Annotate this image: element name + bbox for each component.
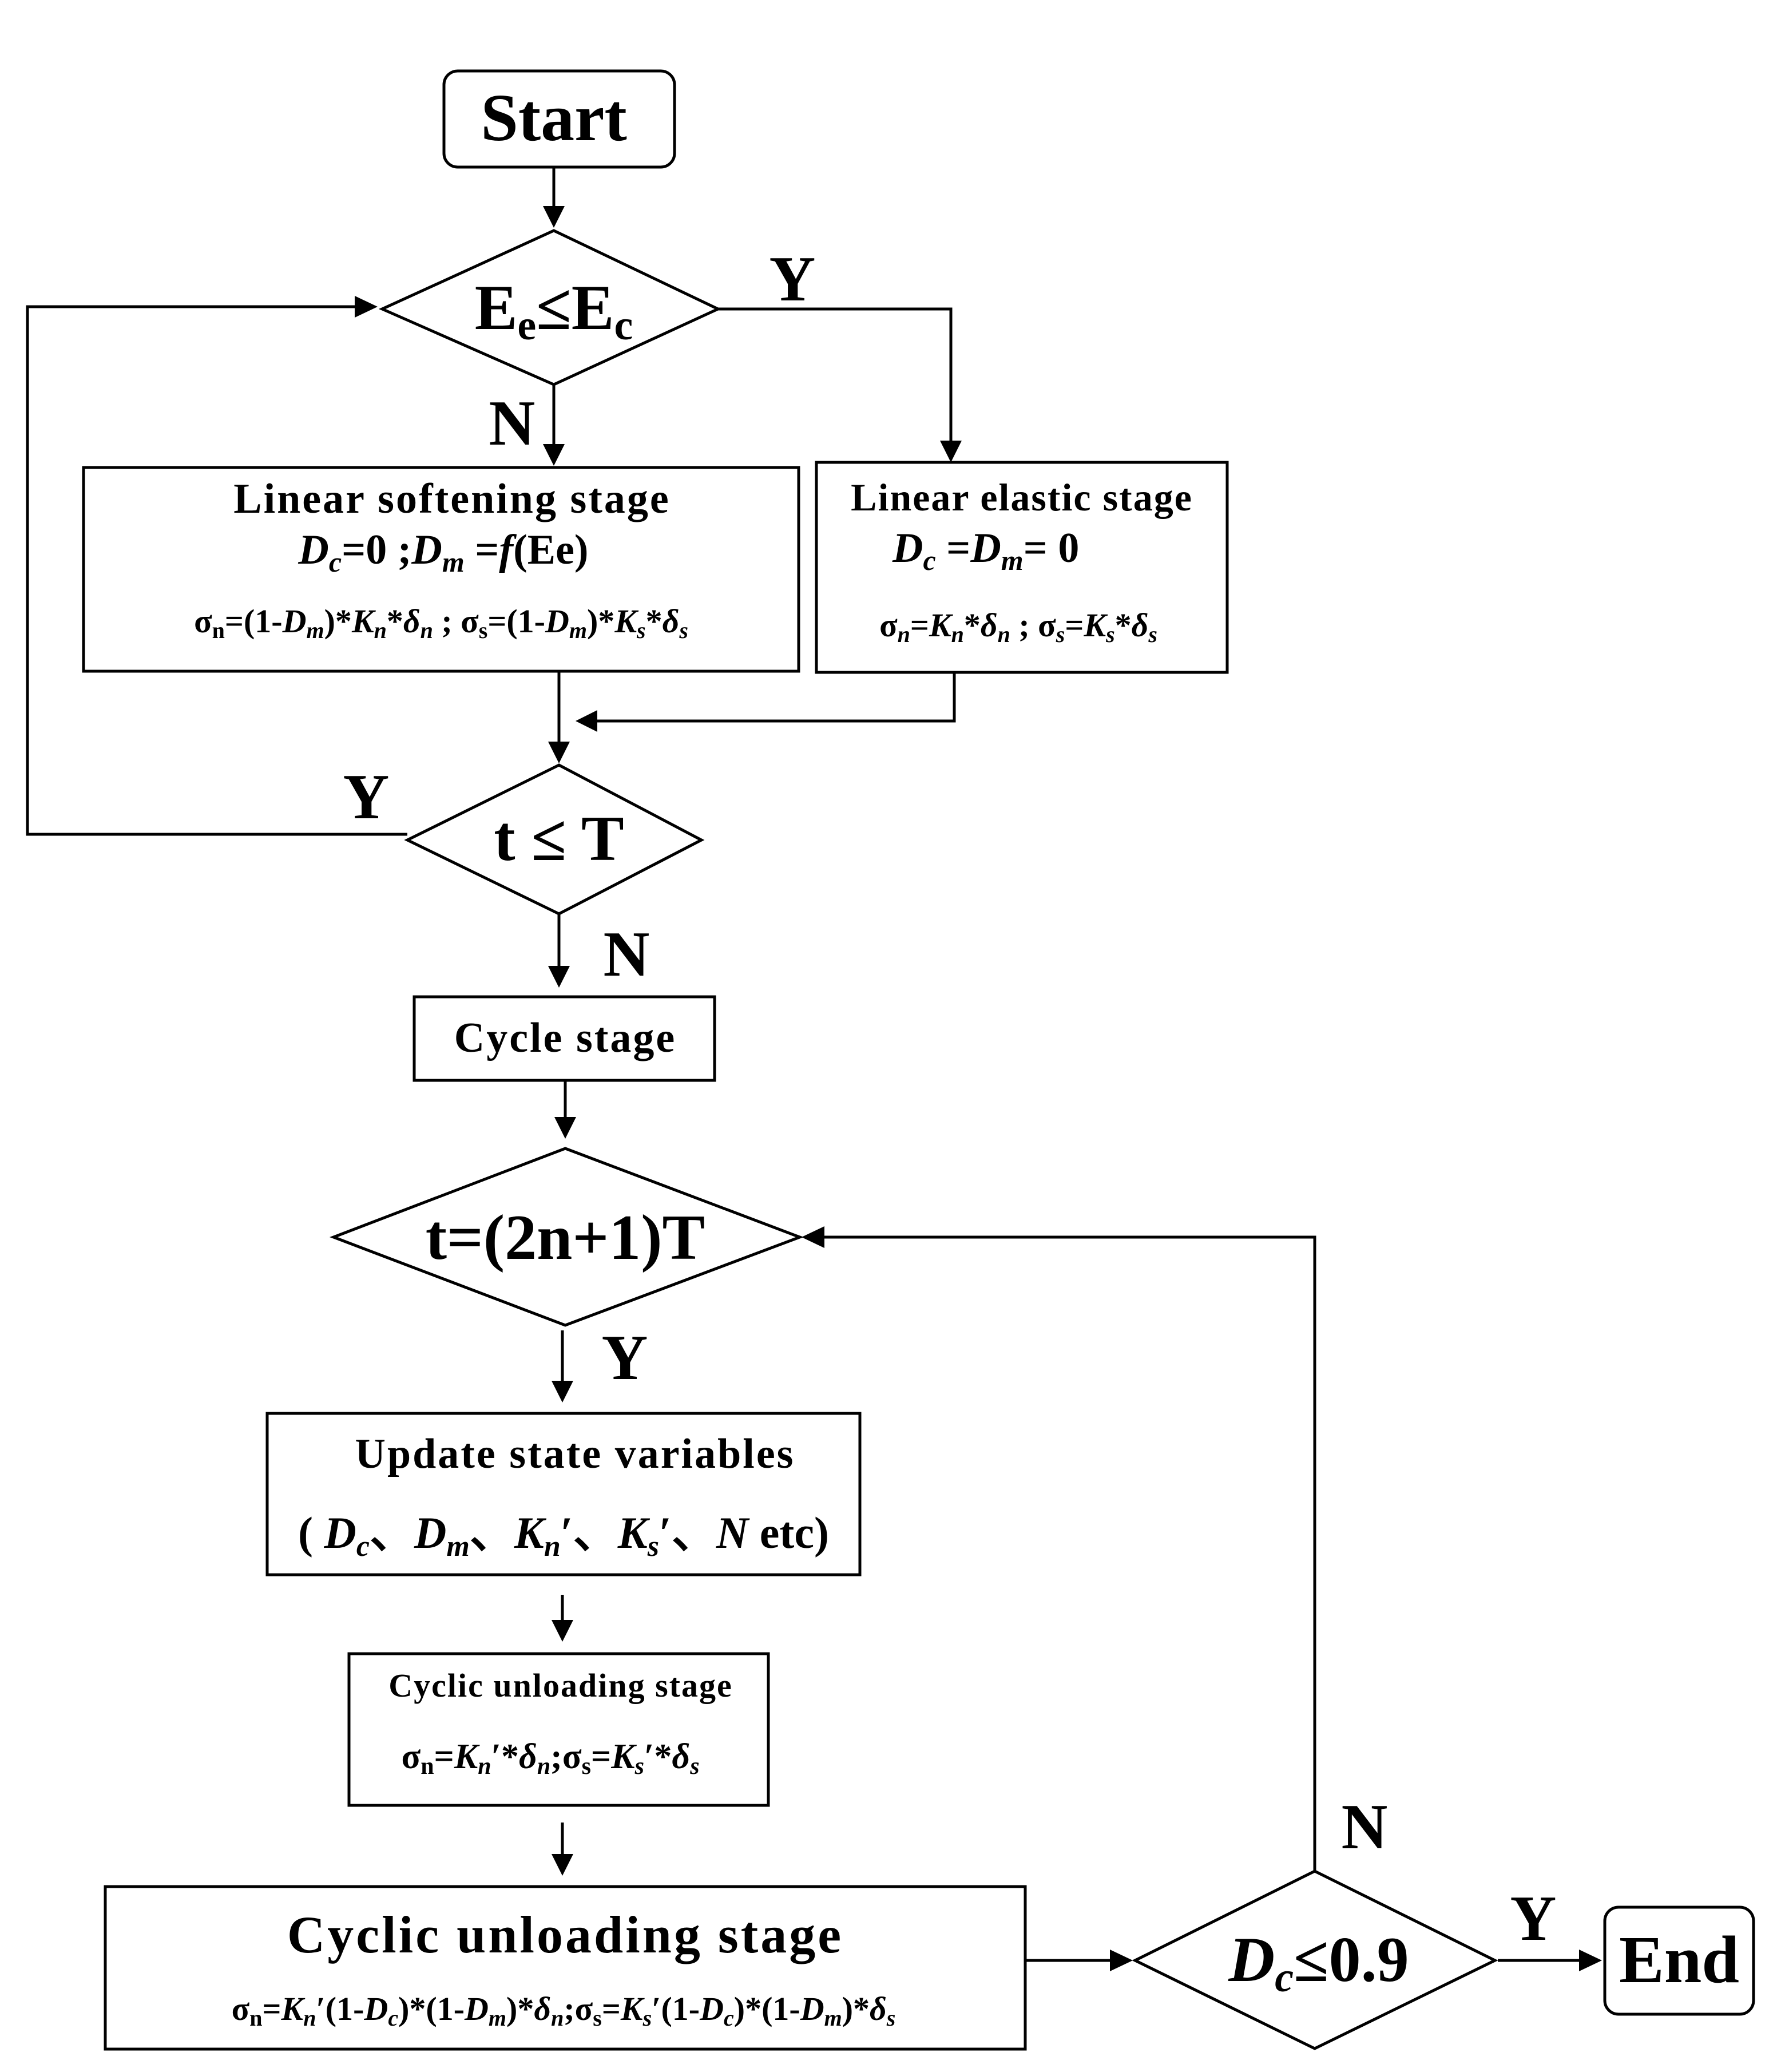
end-label: End [1619, 1922, 1739, 1997]
label-d2-yes: Y [343, 762, 390, 833]
linear-softening-stage-box: Linear softening stage Dc=0 ;Dm =f(Ee) σ… [82, 466, 800, 673]
arrowhead [554, 1117, 576, 1139]
softening-stress-eq: σn=(1-Dm)*Kn*δn ; σs=(1-Dm)*Ks*δs [194, 603, 688, 643]
decision-ee-ec-label: Ee≤Ec [475, 272, 633, 349]
end-node: End [1603, 1905, 1755, 2016]
arrowhead [543, 206, 565, 228]
decision-ee-le-ec: Ee≤Ec [378, 229, 721, 386]
arrowhead [548, 742, 570, 763]
connectors [26, 167, 1602, 1971]
arrowhead [1579, 1950, 1602, 1971]
unload2-title: Cyclic unloading stage [287, 1905, 843, 1964]
edge-labels: Y N Y N Y N Y [343, 244, 1557, 1954]
arrowhead [1110, 1950, 1133, 1971]
cyclic-unloading-stage-box-1: Cyclic unloading stage σn=Kn′*δn;σs=Ks′*… [347, 1652, 770, 1807]
cycle-stage-label: Cycle stage [454, 1015, 676, 1061]
edge-elastic-join [597, 672, 956, 723]
edge-d1-yes [718, 307, 953, 441]
arrowhead [552, 1620, 573, 1642]
decision-t-le-T: t ≤ T [404, 763, 705, 916]
arrowhead [802, 1226, 824, 1248]
arrowhead [940, 441, 962, 462]
softening-damage-eq: Dc=0 ;Dm =f(Ee) [298, 526, 588, 578]
label-d4-yes: Y [1510, 1883, 1557, 1954]
arrowhead [552, 1854, 573, 1876]
label-d3-yes: Y [602, 1322, 648, 1393]
cycle-stage-box: Cycle stage [412, 995, 716, 1082]
edge-d2-yes-loop [26, 305, 407, 836]
unload2-stress-eq: σn=Kn′(1-Dc)*(1-Dm)*δn;σs=Ks′(1-Dc)*(1-D… [232, 1990, 896, 2031]
label-d1-yes: Y [769, 244, 816, 315]
start-label: Start [481, 80, 627, 155]
decision-t-T-label: t ≤ T [494, 803, 624, 874]
elastic-title: Linear elastic stage [851, 476, 1193, 519]
decision-dc-label: Dc≤0.9 [1228, 1924, 1409, 2001]
unload1-title: Cyclic unloading stage [388, 1667, 733, 1704]
softening-title: Linear softening stage [233, 476, 671, 522]
arrowhead [543, 444, 565, 466]
edge-d4-no-loop [824, 1235, 1316, 1871]
arrowhead [552, 1381, 573, 1403]
decision-dc-le-0-9: Dc≤0.9 [1132, 1869, 1498, 2050]
update-title: Update state variables [355, 1431, 795, 1477]
update-state-variables-box: Update state variables ( Dc、Dm、Kn′、Ks′、N… [265, 1412, 862, 1576]
linear-elastic-stage-box: Linear elastic stage Dc =Dm= 0 σn=Kn*δn … [815, 461, 1229, 674]
arrowhead [355, 296, 378, 318]
label-d1-no: N [489, 388, 536, 459]
arrowhead [548, 966, 570, 988]
decision-t-2n1-label: t=(2n+1)T [426, 1202, 705, 1273]
label-d2-no: N [604, 919, 650, 990]
cyclic-unloading-stage-box-2: Cyclic unloading stage σn=Kn′(1-Dc)*(1-D… [104, 1885, 1027, 2051]
arrowhead [576, 710, 597, 732]
update-variables-list: ( Dc、Dm、Kn′、Ks′、N etc) [298, 1508, 829, 1563]
elastic-damage-eq: Dc =Dm= 0 [892, 525, 1079, 576]
unload1-stress-eq: σn=Kn′*δn;σs=Ks′*δs [401, 1737, 699, 1780]
label-d4-no: N [1342, 1792, 1388, 1863]
decision-t-2n1-T: t=(2n+1)T [329, 1147, 804, 1327]
start-node: Start [442, 69, 676, 169]
elastic-stress-eq: σn=Kn*δn ; σs=Ks*δs [879, 607, 1157, 647]
